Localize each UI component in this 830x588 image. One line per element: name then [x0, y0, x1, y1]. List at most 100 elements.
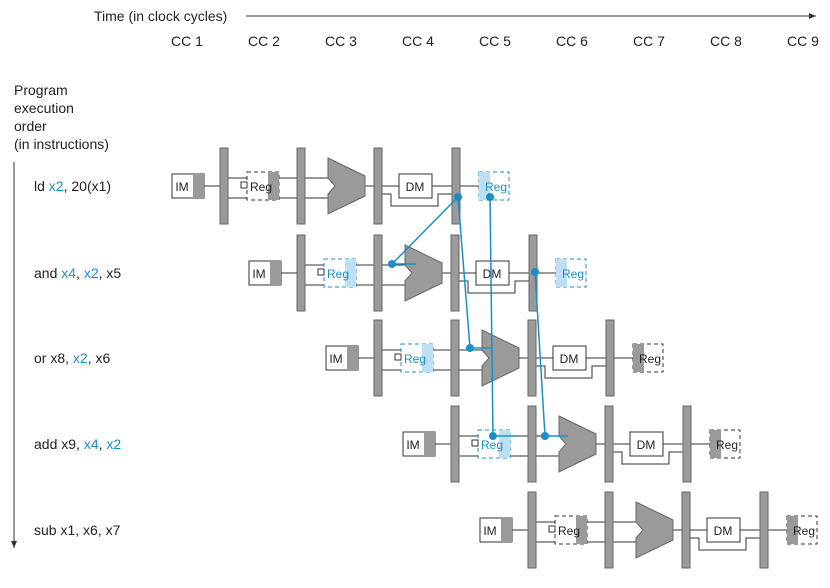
- pipeline-register: [296, 147, 306, 225]
- write-port: [471, 439, 479, 447]
- alu-shape: [404, 244, 443, 302]
- data-memory-label: DM: [483, 267, 502, 281]
- pipeline-register: [527, 405, 537, 483]
- instruction-memory-label: IM: [252, 267, 265, 281]
- instruction-text: ,: [76, 265, 84, 281]
- register-file-read-label: Reg: [250, 180, 272, 194]
- register-file-write-shade: [710, 430, 721, 458]
- forwarding-wire: [391, 196, 459, 265]
- pipeline-register: [450, 234, 460, 312]
- pipeline-register: [373, 319, 383, 397]
- forwarding-wire: [457, 196, 471, 349]
- alu-shape: [558, 415, 597, 473]
- instruction-text: and: [34, 265, 61, 281]
- pipeline-register: [527, 491, 537, 569]
- instruction-memory-shade: [270, 261, 281, 285]
- order-label-line: order: [14, 118, 47, 134]
- instruction-text: ,: [99, 436, 107, 452]
- clock-cycle-label: CC 9: [787, 33, 819, 49]
- instruction-label: add x9, x4, x2: [34, 436, 121, 452]
- register-highlight: x2: [84, 265, 99, 281]
- forwarding-dot: [466, 344, 474, 352]
- pipeline-register: [451, 147, 461, 225]
- pipeline-row: IM Reg DM Reg: [325, 319, 664, 397]
- forwarding-dot: [454, 193, 462, 201]
- instruction-text: or x8,: [34, 350, 73, 366]
- data-memory: [552, 345, 587, 371]
- order-label-line: Program: [14, 82, 68, 98]
- data-memory: [629, 431, 664, 457]
- data-memory-label: DM: [714, 524, 733, 538]
- pipeline-register: [296, 234, 306, 312]
- instruction-text: , 20(x1): [64, 178, 111, 194]
- pipeline-register: [373, 147, 383, 225]
- order-label-line: execution: [14, 100, 74, 116]
- datapath-wire: [536, 365, 606, 379]
- forwarding-dot: [486, 193, 494, 201]
- data-memory: [706, 517, 741, 543]
- register-file-read-shade: [499, 430, 510, 458]
- register-file-read-label: Reg: [558, 524, 580, 538]
- register-highlight: x4: [84, 436, 99, 452]
- data-memory-label: DM: [406, 180, 425, 194]
- instruction-memory-shade: [193, 174, 204, 198]
- register-file-read-label: Reg: [404, 352, 426, 366]
- instruction-memory-label: IM: [483, 524, 496, 538]
- register-file-write-shade: [787, 516, 798, 544]
- pipeline-register: [450, 405, 460, 483]
- write-port: [240, 181, 248, 189]
- instruction-memory-label: IM: [406, 438, 419, 452]
- pipeline-register: [604, 405, 614, 483]
- register-file-write-label: Reg: [639, 352, 661, 366]
- forwarding-dot: [541, 432, 549, 440]
- register-file-write-shade: [479, 172, 490, 200]
- register-file-write-label: Reg: [562, 267, 584, 281]
- pipeline-register: [373, 234, 383, 312]
- pipeline-register: [527, 319, 537, 397]
- pipeline-register: [759, 491, 769, 569]
- register-file-read-shade: [268, 172, 279, 200]
- register-file-read-label: Reg: [327, 267, 349, 281]
- instruction-memory-shade: [347, 346, 358, 370]
- data-memory: [475, 260, 510, 286]
- instruction-label: sub x1, x6, x7: [34, 522, 121, 538]
- write-port: [548, 525, 556, 533]
- instruction-label: or x8, x2, x6: [34, 350, 110, 366]
- instruction-text: sub x1, x6, x7: [34, 522, 121, 538]
- datapath-wire: [690, 537, 760, 551]
- instruction-memory-shade: [424, 432, 435, 456]
- data-memory-label: DM: [560, 352, 579, 366]
- write-port: [317, 268, 325, 276]
- pipeline-register: [219, 147, 229, 225]
- register-file-read-shade: [576, 516, 587, 544]
- order-label-line: (in instructions): [14, 136, 109, 152]
- pipeline-register: [450, 319, 460, 397]
- instruction-memory-label: IM: [329, 352, 342, 366]
- instruction-label: and x4, x2, x5: [34, 265, 121, 281]
- forwarding-wire: [534, 271, 546, 437]
- register-file-write-label: Reg: [716, 438, 738, 452]
- clock-cycle-label: CC 8: [710, 33, 742, 49]
- register-highlight: x2: [106, 436, 121, 452]
- pipeline-register: [605, 319, 615, 397]
- register-file-read-shade: [422, 344, 433, 372]
- alu-shape: [635, 501, 674, 559]
- forwarding-dot: [531, 268, 539, 276]
- data-memory: [398, 173, 433, 199]
- register-highlight: x2: [49, 178, 64, 194]
- instruction-text: ld: [34, 178, 49, 194]
- instruction-text: , x6: [88, 350, 111, 366]
- forwarding-wire: [489, 196, 494, 437]
- time-axis-label: Time (in clock cycles): [94, 8, 227, 24]
- register-highlight: x2: [73, 350, 88, 366]
- program-order-label: Program execution order (in instructions…: [14, 82, 109, 152]
- instruction-memory-label: IM: [175, 180, 188, 194]
- register-file-write-label: Reg: [485, 180, 507, 194]
- clock-cycle-label: CC 6: [556, 33, 588, 49]
- clock-cycle-label: CC 1: [171, 33, 203, 49]
